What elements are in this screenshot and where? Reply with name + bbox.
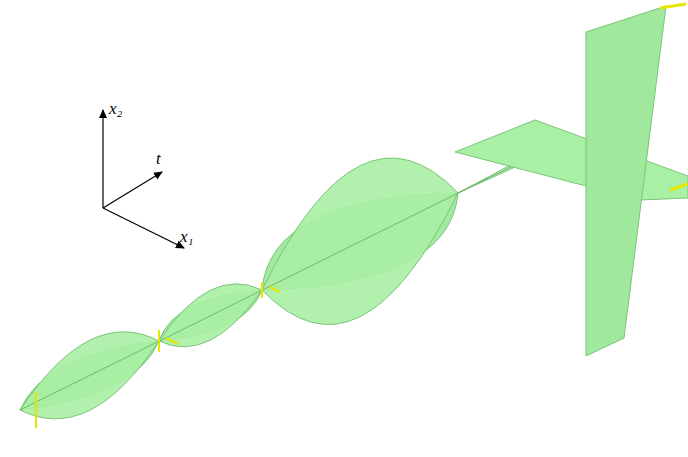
axes xyxy=(103,110,184,248)
axis-label-x1: x₁ xyxy=(180,228,193,245)
axis-label-x2: x₂ xyxy=(109,100,122,117)
vertical-panel xyxy=(586,6,666,356)
axis-label-t: t xyxy=(156,150,161,167)
yellow-marks xyxy=(36,148,535,428)
yellow-edge xyxy=(670,184,688,190)
vertical-sheet xyxy=(20,152,535,419)
horizontal-sheet xyxy=(20,155,535,410)
horizontal-panel xyxy=(455,120,688,200)
yellow-edge xyxy=(660,4,686,8)
seam-line xyxy=(20,155,535,410)
